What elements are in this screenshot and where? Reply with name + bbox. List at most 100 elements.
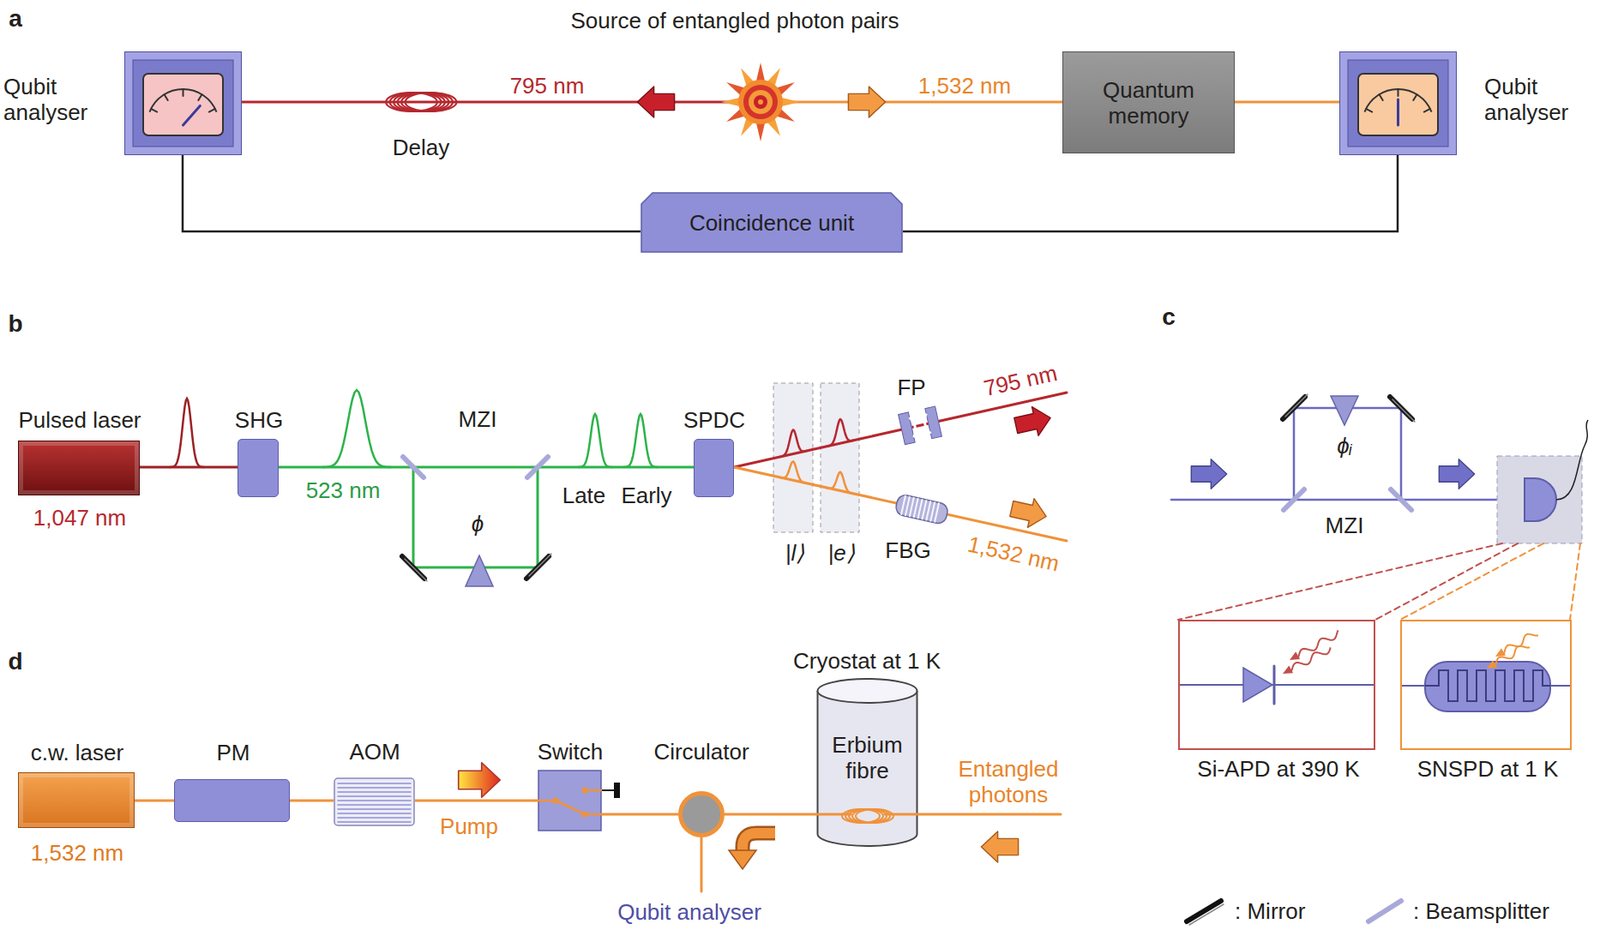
nanowire-detector [1425, 661, 1551, 712]
part-label: ϕ [471, 511, 484, 537]
gauge-tick [1397, 89, 1400, 97]
time-bin-pulse [623, 414, 658, 468]
aom-stripe [337, 782, 411, 785]
photon-pulse [779, 461, 807, 484]
grating-stripe [918, 499, 923, 518]
photon-source-symbol [757, 99, 764, 105]
photon-arrow [1500, 630, 1539, 656]
legend-mirror-sample [1186, 901, 1222, 922]
node-text: c.w. laser [0, 739, 154, 766]
beam-path [1293, 408, 1296, 500]
coincidence-box: Coincidence unit [640, 192, 903, 253]
phase-prism [465, 555, 494, 587]
pump-arrow [458, 763, 501, 799]
part-label: 1,532 nm [965, 531, 1062, 578]
laser-box: c.w. laser1,532 nm [18, 772, 135, 829]
legend-text: : Mirror [1234, 898, 1306, 925]
grating-stripe [901, 496, 906, 515]
output-arrow [742, 833, 776, 853]
panel-letter: c [1161, 304, 1176, 331]
grating-stripe [905, 497, 910, 516]
photon-arrow [1281, 644, 1334, 679]
photon-source-symbol [753, 95, 768, 109]
phase-prism [1330, 396, 1359, 426]
edge-label: Pump [437, 813, 501, 840]
gauge-needle [1396, 99, 1400, 126]
time-bin-box [820, 383, 860, 533]
grating-stripe [926, 501, 931, 520]
circulator: Circulator [678, 791, 725, 838]
edge-label: 1,532 nm [915, 72, 1014, 99]
direction-arrow [1008, 494, 1050, 532]
aom-stripe [337, 821, 411, 824]
connector [415, 800, 538, 803]
analyser-box [125, 52, 242, 156]
gauge-tick [209, 108, 216, 113]
direction-arrow [1438, 459, 1474, 490]
photon-arrow [1294, 630, 1342, 661]
photon-source-symbol [756, 62, 765, 83]
node-text: Switch [501, 739, 639, 765]
gauge-tick [1413, 94, 1417, 101]
fabry-perot-filter [922, 413, 931, 434]
gauge-tick [150, 108, 157, 113]
connector [601, 813, 679, 817]
gauge-tick [164, 94, 169, 101]
fibre-output [700, 837, 704, 892]
aom-stripe [337, 795, 411, 798]
photon-source: Source of entangled photon pairs [736, 78, 785, 127]
connector [182, 155, 641, 232]
direction-arrow [848, 86, 885, 118]
connector [278, 466, 694, 470]
direction-arrow [980, 831, 1018, 863]
erbium-fibre-coil [845, 809, 884, 824]
photon-source-symbol [721, 97, 741, 107]
photon-source-symbol [738, 79, 783, 125]
time-bin-pulse [577, 414, 613, 468]
detector-wire [1179, 684, 1374, 686]
switch-art [537, 769, 602, 832]
fibre-bragg-grating [894, 493, 950, 526]
connector [134, 800, 175, 803]
beam-path [1171, 499, 1498, 502]
node-text: Erbium fibre [820, 732, 915, 784]
beamsplitter-symbol [1283, 489, 1305, 511]
interferometer-arm [536, 467, 540, 568]
pump-pulse [322, 390, 391, 468]
detector-wire [1401, 685, 1426, 687]
spdc-crystal: SPDC [693, 439, 734, 498]
node-text: Source of entangled photon pairs [520, 7, 950, 34]
node-text: SNSPD at 1 K [1384, 756, 1591, 782]
snspd-box: SNSPD at 1 K [1400, 619, 1572, 751]
photon-arrow [1281, 665, 1294, 678]
cryostat-body [818, 691, 918, 847]
cryostat-lid [818, 679, 918, 704]
panel-letter: a [8, 6, 23, 32]
photon-path [733, 392, 1067, 468]
edge-label: 523 nm [303, 477, 384, 504]
aom-art [333, 777, 416, 827]
aom-stripe [337, 791, 411, 794]
part-label: FP [896, 374, 926, 401]
connector [139, 466, 238, 470]
output-arrow [728, 850, 757, 870]
mirror-symbol [529, 553, 552, 577]
part-label: 795 nm [980, 360, 1059, 402]
grating-stripe [934, 503, 939, 522]
node-text: Pulsed laser [0, 407, 159, 434]
connector [289, 800, 334, 803]
switch-box: Switch [537, 769, 602, 832]
aom-stripe [337, 800, 411, 802]
erbium-fibre-coil [848, 809, 887, 824]
part-label: |l⟩ [785, 540, 806, 566]
photodiode-symbol [1273, 666, 1276, 704]
switch-lever [555, 800, 585, 815]
gauge-tick [1424, 108, 1431, 113]
aom-box: AOM [333, 777, 416, 827]
node-text: Qubit analyser [3, 73, 117, 126]
zoom-leader [1375, 543, 1518, 620]
node-text: Coincidence unit [689, 210, 855, 236]
direction-arrow [1438, 459, 1474, 490]
switch-box [538, 770, 602, 831]
legend-beamsplitter-sample [1368, 901, 1402, 922]
